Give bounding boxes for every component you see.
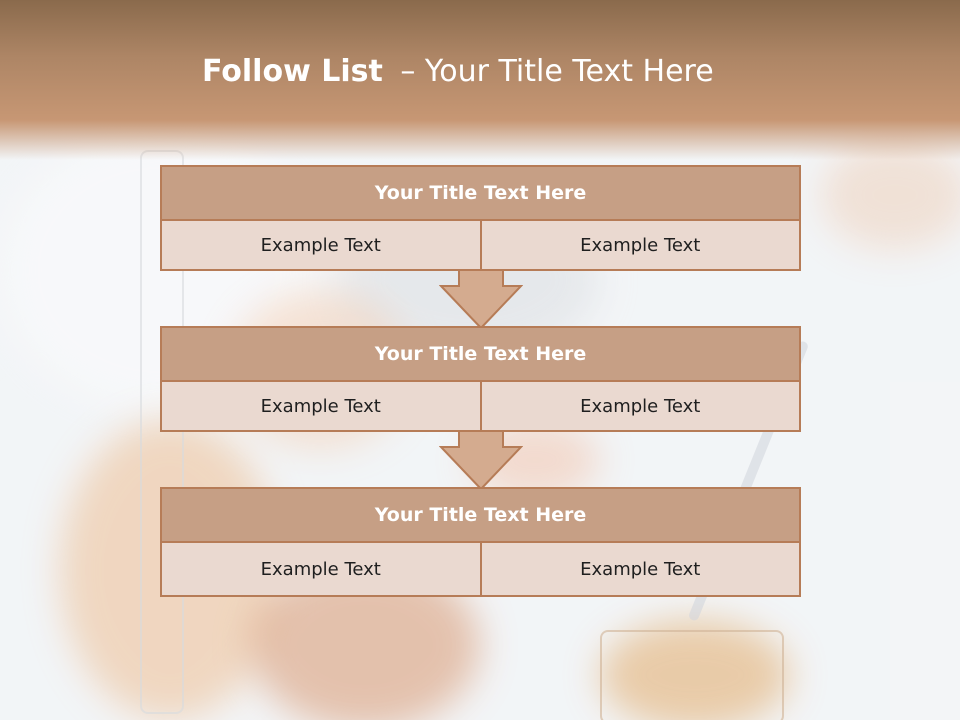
slide-title: Follow List – Your Title Text Here: [0, 54, 960, 89]
block-row: Example Text Example Text: [160, 221, 801, 271]
header-band: [0, 0, 960, 160]
block-title: Your Title Text Here: [160, 165, 801, 221]
list-block-3: Your Title Text Here Example Text Exampl…: [160, 487, 801, 597]
block-row: Example Text Example Text: [160, 382, 801, 432]
block-title: Your Title Text Here: [160, 487, 801, 543]
down-arrow-icon: [439, 270, 523, 330]
list-block-1: Your Title Text Here Example Text Exampl…: [160, 165, 801, 271]
block-left-cell: Example Text: [160, 543, 482, 597]
block-right-cell: Example Text: [481, 382, 801, 432]
list-block-2: Your Title Text Here Example Text Exampl…: [160, 326, 801, 432]
block-right-cell: Example Text: [481, 221, 801, 271]
block-left-cell: Example Text: [160, 382, 482, 432]
slide-title-rest: – Your Title Text Here: [400, 54, 714, 89]
block-title: Your Title Text Here: [160, 326, 801, 382]
block-left-cell: Example Text: [160, 221, 482, 271]
down-arrow-icon: [439, 431, 523, 491]
block-row: Example Text Example Text: [160, 543, 801, 597]
slide-title-bold: Follow List: [202, 54, 383, 89]
block-right-cell: Example Text: [481, 543, 801, 597]
